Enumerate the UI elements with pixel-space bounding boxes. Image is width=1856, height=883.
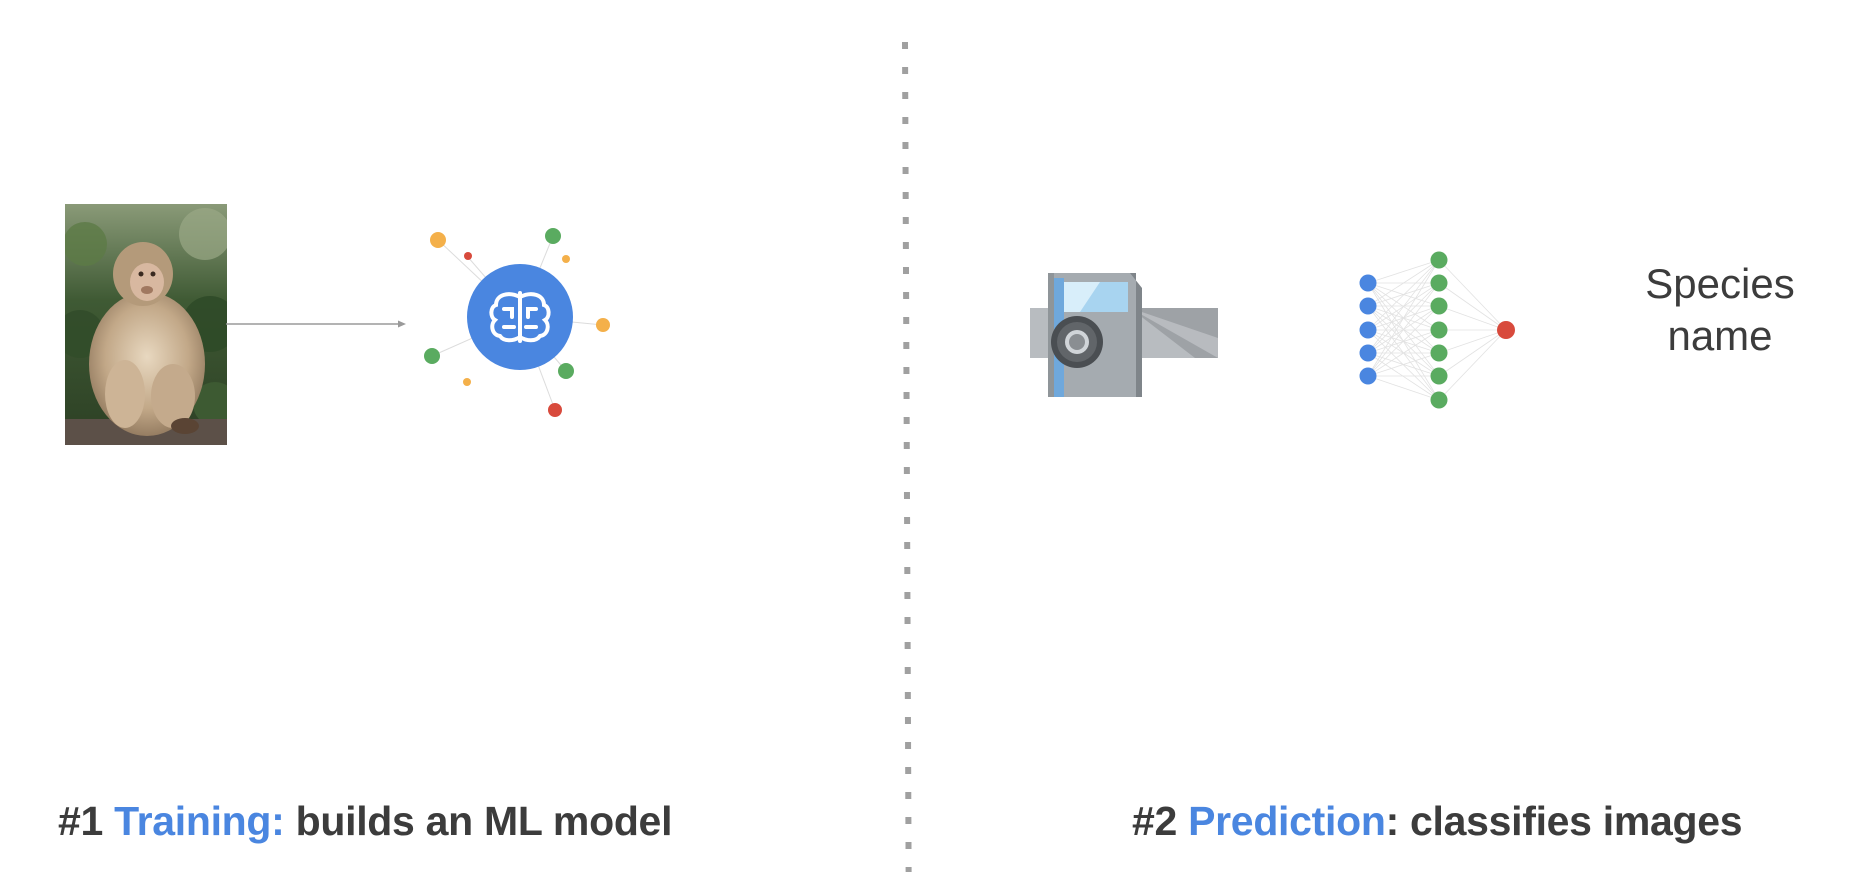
network-edge — [1367, 259, 1440, 331]
orbit-dot — [545, 228, 561, 244]
orbit-dot — [463, 378, 471, 386]
monkey-photo — [65, 204, 227, 445]
brain-glyph — [489, 291, 551, 343]
hidden-node — [1430, 274, 1448, 292]
prediction-number: #2 — [1132, 798, 1178, 844]
neural-network-icon — [1359, 251, 1515, 409]
input-node — [1359, 321, 1377, 339]
network-edges — [1367, 259, 1507, 401]
orbit-dot — [596, 318, 610, 332]
hidden-node — [1430, 297, 1448, 315]
output-label: Species name — [1600, 258, 1840, 362]
orbit-dot — [558, 363, 574, 379]
hidden-node — [1430, 344, 1448, 362]
network-edge — [1367, 282, 1440, 377]
training-arrow — [226, 320, 406, 328]
orbit-dot — [464, 252, 472, 260]
prediction-caption: #2 Prediction: classifies images — [1132, 798, 1743, 845]
hidden-node — [1430, 367, 1448, 385]
orbit-dot — [430, 232, 446, 248]
output-node — [1497, 321, 1515, 339]
network-edge — [1438, 282, 1507, 331]
camera-trap-icon — [1030, 273, 1218, 397]
network-edge — [1367, 259, 1440, 354]
hidden-node — [1430, 391, 1448, 409]
input-node — [1359, 344, 1377, 362]
output-label-line2: name — [1667, 312, 1773, 359]
training-keyword: Training: — [114, 798, 285, 844]
input-layer — [1359, 274, 1377, 385]
training-description: builds an ML model — [284, 798, 673, 844]
network-edge — [1367, 259, 1440, 307]
network-edge — [1438, 329, 1507, 401]
input-node — [1359, 367, 1377, 385]
hidden-node — [1430, 321, 1448, 339]
prediction-keyword: Prediction — [1188, 798, 1386, 844]
brain-ml-icon — [424, 228, 610, 417]
input-node — [1359, 274, 1377, 292]
hidden-layer — [1430, 251, 1448, 409]
network-edge — [1367, 329, 1440, 377]
section-divider — [902, 41, 912, 873]
hidden-node — [1430, 251, 1448, 269]
network-edge — [1438, 329, 1507, 377]
prediction-description: : classifies images — [1385, 798, 1743, 844]
network-edge — [1367, 305, 1440, 377]
network-edge — [1438, 329, 1507, 354]
output-label-line1: Species — [1645, 260, 1795, 307]
network-edge — [1367, 352, 1440, 401]
monkey-photo-illustration — [65, 204, 227, 445]
network-edge — [1367, 375, 1440, 401]
network-edge — [1367, 352, 1440, 377]
network-edge — [1438, 259, 1507, 331]
network-edge — [1367, 259, 1440, 284]
input-node — [1359, 297, 1377, 315]
orbit-dot — [562, 255, 570, 263]
orbit-dot — [548, 403, 562, 417]
network-edge — [1367, 259, 1440, 377]
orbit-dot — [424, 348, 440, 364]
training-number: #1 — [58, 798, 104, 844]
training-caption: #1 Training: builds an ML model — [58, 798, 672, 845]
network-edge — [1438, 305, 1507, 331]
